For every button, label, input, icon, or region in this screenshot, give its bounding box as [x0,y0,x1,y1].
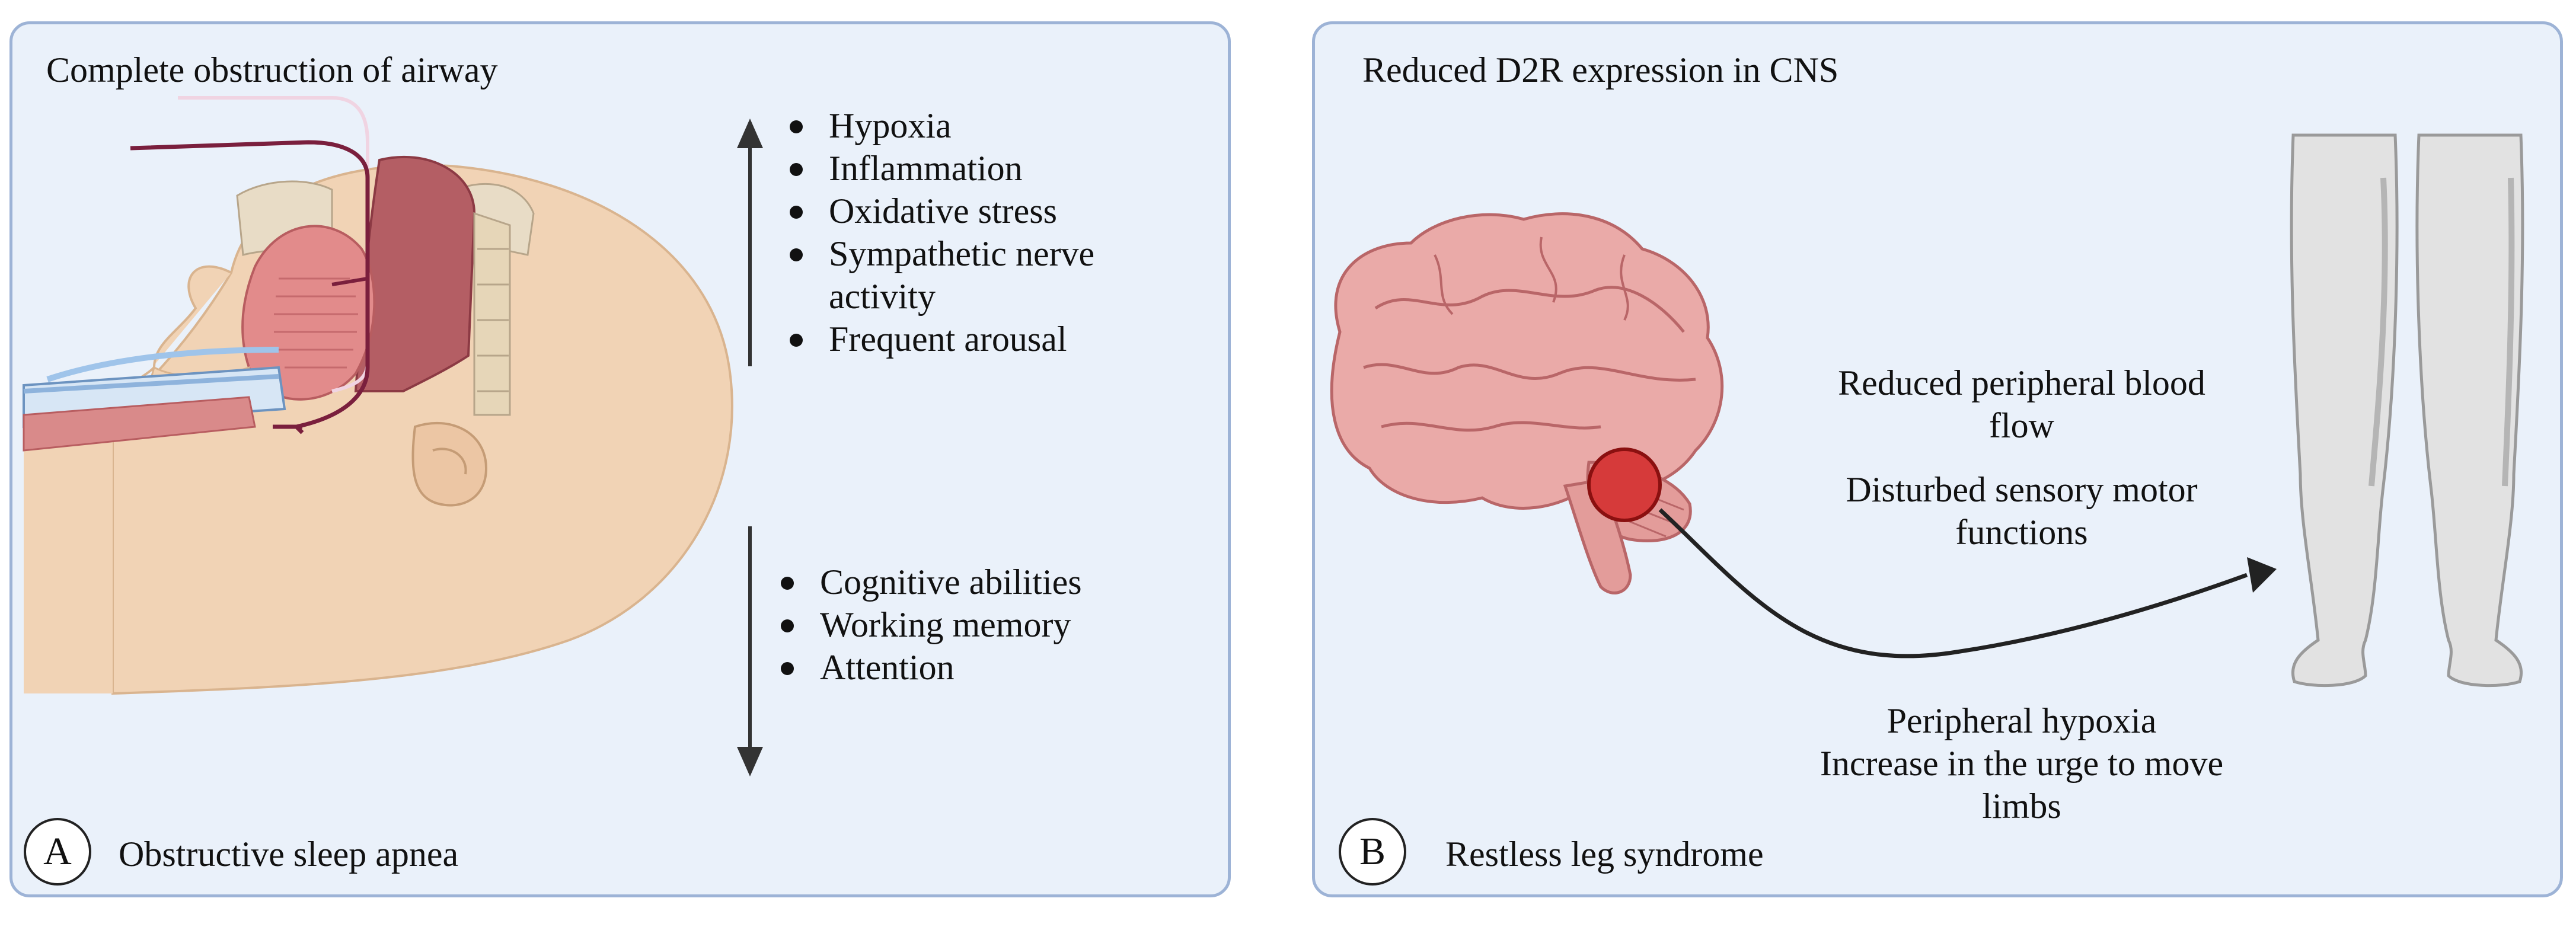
effect-blood-flow: Reduced peripheral blood flow [1838,363,2205,445]
list-item: Hypoxia [783,104,1137,147]
up-arrow-icon [737,119,763,366]
list-item: Working memory [774,603,1082,646]
panel-a-title: Complete obstruction of airway [46,50,498,89]
curved-arrow-icon [1658,508,2277,659]
panel-a-label: Obstructive sleep apnea [119,835,459,874]
panel-b-title: Reduced D2R expression in CNS [1362,50,1839,89]
legs-illustration [2290,133,2524,688]
panel-b-label: Restless leg syndrome [1445,835,1764,874]
panel-b-badge: B [1339,818,1406,886]
list-item: Inflammation [783,147,1137,190]
head-sagittal-illustration [23,96,733,695]
brain-illustration [1330,212,1724,594]
list-item: Sympathetic nerve activity [783,232,1137,318]
decreased-effects-list: Cognitive abilities Working memory Atten… [774,561,1082,689]
list-item: Attention [774,646,1082,689]
down-arrow-icon [737,526,763,776]
effect-urge-to-move: Increase in the urge to move limbs [1820,744,2224,826]
effect-peripheral-hypoxia: Peripheral hypoxia [1886,701,2157,740]
increased-effects-list: Hypoxia Inflammation Oxidative stress Sy… [783,104,1137,360]
list-item: Oxidative stress [783,190,1137,232]
effect-sensory-motor: Disturbed sensory motor functions [1846,470,2198,552]
lesion-marker-icon [1587,447,1662,522]
panel-a-badge: A [24,818,91,886]
list-item: Cognitive abilities [774,561,1082,603]
list-item: Frequent arousal [783,318,1137,360]
